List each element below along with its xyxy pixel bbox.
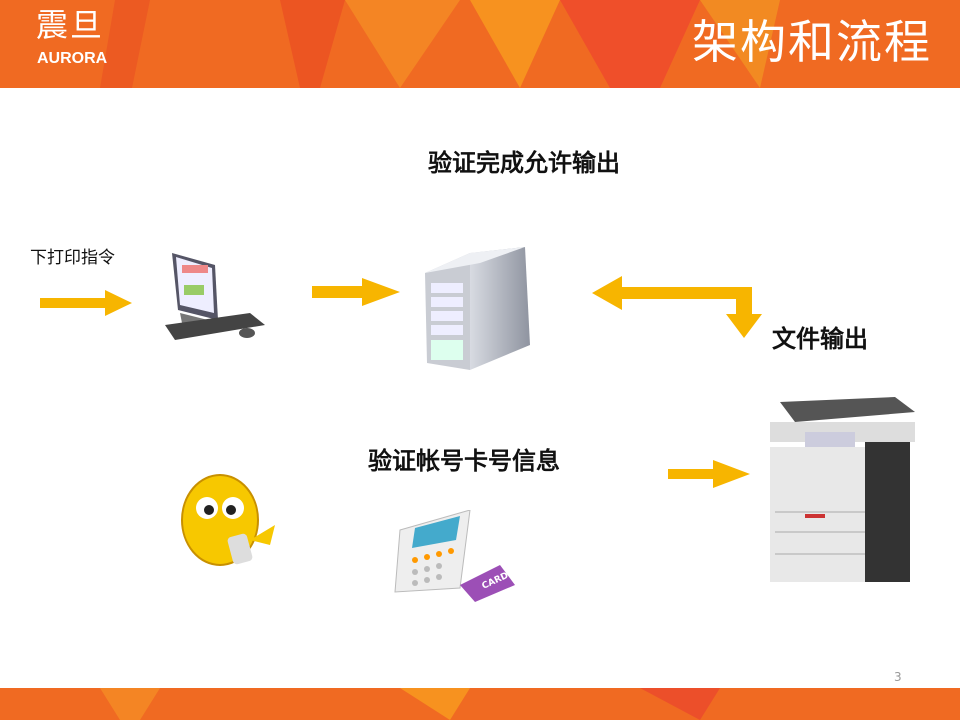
header-banner: 震旦 AURORA 架构和流程	[0, 0, 960, 88]
server-icon	[425, 247, 530, 370]
verify-card-label: 验证帐号卡号信息	[368, 447, 560, 475]
computer-icon	[165, 253, 265, 340]
page-number: 3	[894, 670, 902, 684]
arrow-right-icon	[668, 460, 750, 488]
logo-english: AURORA	[37, 50, 108, 67]
verify-done-label: 验证完成允许输出	[428, 149, 620, 177]
mascot-icon	[181, 474, 275, 566]
card-reader-icon: CARD	[394, 510, 515, 602]
print-command-label: 下打印指令	[30, 248, 115, 268]
slide-title: 架构和流程	[692, 15, 932, 69]
arrow-right-icon	[312, 278, 400, 306]
printer-icon	[770, 397, 915, 582]
banner-pattern	[100, 0, 780, 88]
bidirectional-arrow-icon	[592, 276, 762, 338]
file-output-label: 文件输出	[772, 325, 868, 353]
footer-banner	[0, 688, 960, 720]
arrow-right-icon	[40, 290, 132, 316]
logo-chinese: 震旦	[36, 6, 105, 44]
